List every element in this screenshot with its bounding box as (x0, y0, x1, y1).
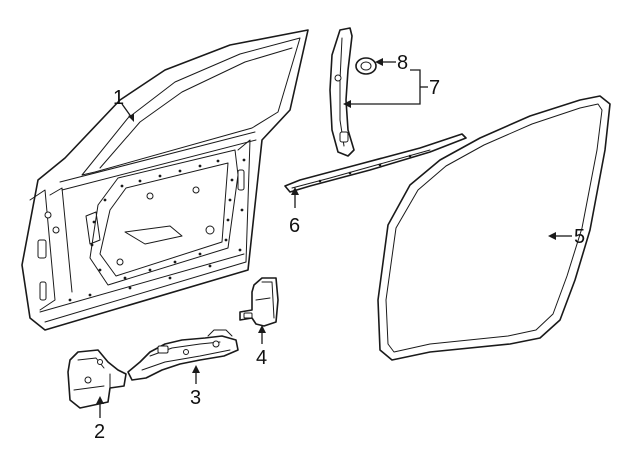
clip-part-8 (355, 57, 377, 75)
callout-7: 7 (429, 77, 440, 99)
callout-4: 4 (256, 347, 267, 369)
bracket-part-3 (127, 329, 239, 381)
door-fastener-dots (68, 158, 246, 302)
belt-moulding-part-6 (284, 133, 467, 193)
callout-6: 6 (289, 215, 300, 237)
weatherstrip-part-5 (377, 95, 611, 361)
callout-2: 2 (94, 421, 105, 443)
pillar-trim-part-7 (329, 27, 355, 157)
leader-lines (96, 58, 572, 418)
bracket-part-2 (67, 349, 127, 409)
door-shell-part (21, 29, 309, 331)
bracket-part-4 (239, 277, 279, 327)
callout-1: 1 (113, 87, 124, 109)
callout-5: 5 (574, 226, 585, 248)
callout-3: 3 (190, 387, 201, 409)
callout-8: 8 (397, 52, 408, 74)
